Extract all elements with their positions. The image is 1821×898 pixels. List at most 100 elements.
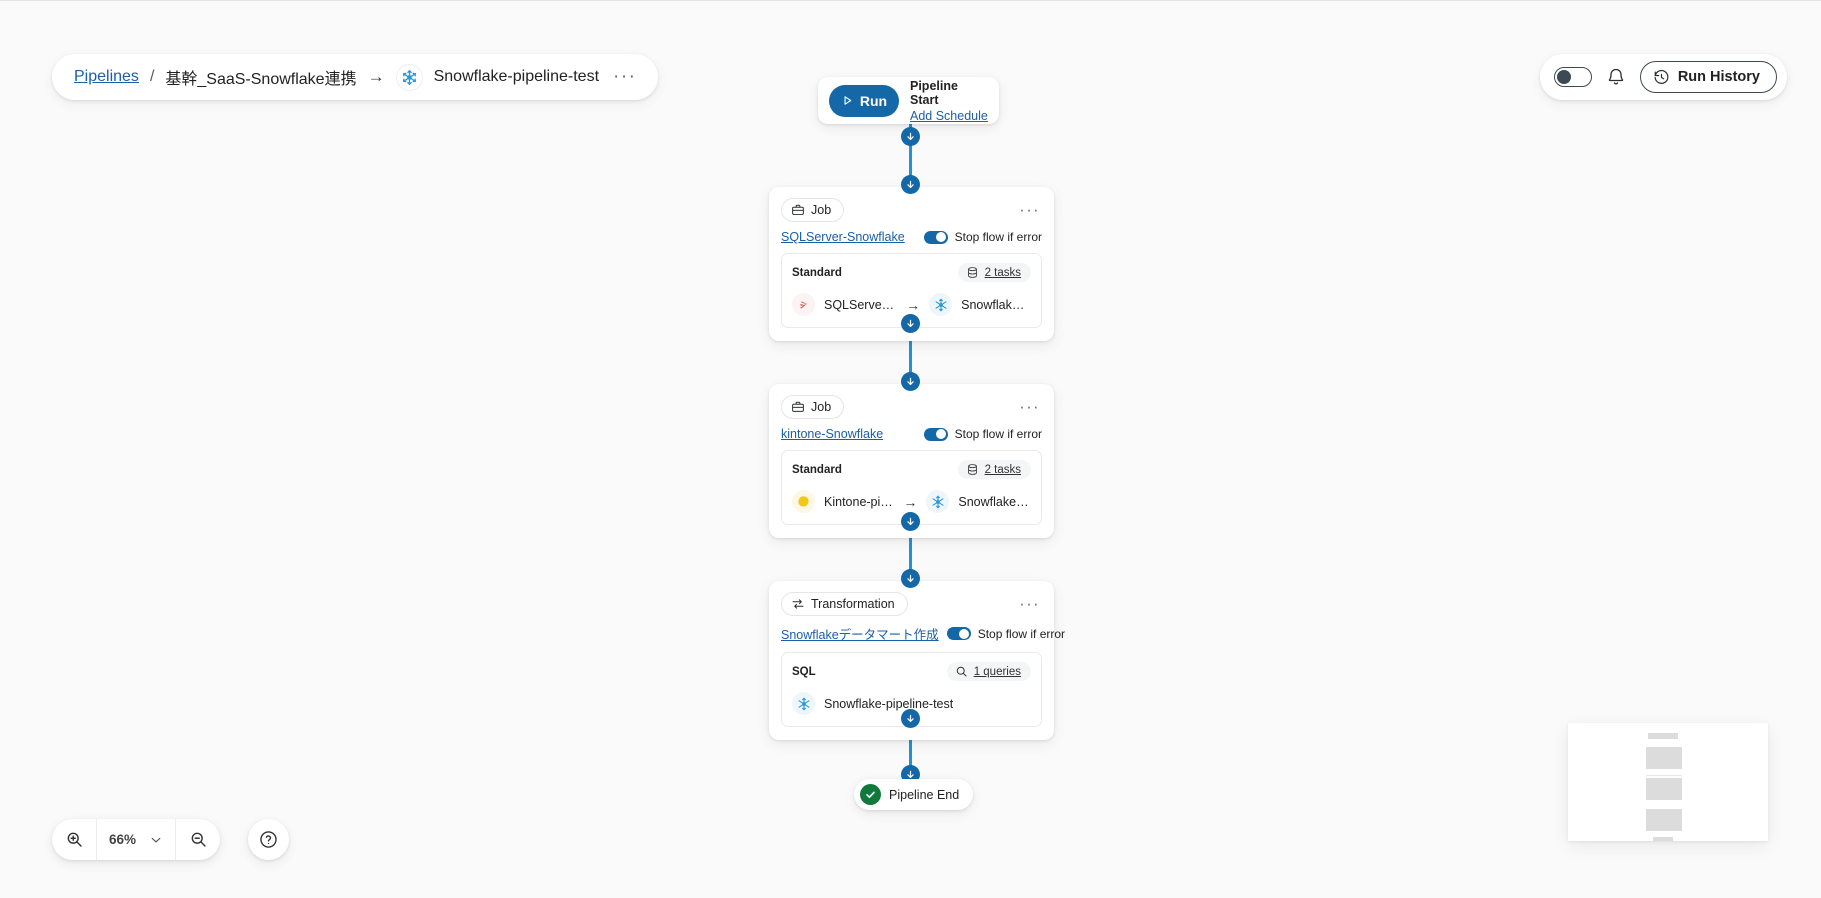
top-right-controls: Run History (1539, 54, 1787, 100)
breadcrumb-overflow-menu[interactable]: ··· (613, 66, 637, 87)
zoom-out-button[interactable] (176, 819, 220, 860)
breadcrumb: Pipelines / 基幹_SaaS-Snowflake連携 → Snowfl… (52, 54, 658, 100)
zoom-controls: 66% (52, 819, 221, 860)
node-menu-button[interactable]: ··· (1019, 594, 1040, 613)
minimap-node (1653, 837, 1673, 841)
node-type-label: Transformation (811, 597, 895, 611)
connector-arrow-icon[interactable] (901, 709, 920, 728)
query-count-chip[interactable]: 1 queries (946, 662, 1031, 681)
stop-flow-toggle[interactable] (923, 230, 948, 244)
page-title: Snowflake-pipeline-test (433, 68, 600, 85)
notification-bell-icon[interactable] (1606, 67, 1626, 87)
kintone-glyph (798, 496, 809, 507)
task-row: SQLServer-pip... → Snowflake-pip... (792, 293, 1031, 316)
zoom-level-value: 66% (109, 832, 137, 847)
node-type-chip: Job (781, 198, 845, 222)
task-name: Snowflake-pip... (958, 494, 1031, 509)
breadcrumb-project[interactable]: 基幹_SaaS-Snowflake連携 (165, 71, 357, 88)
breadcrumb-arrow: → (367, 67, 385, 86)
pipeline-start-node: Run Pipeline Start Add Schedule (818, 77, 999, 124)
task-count-label: 2 tasks (984, 463, 1021, 476)
snowflake-icon (929, 293, 953, 316)
job-node-kintone-snowflake[interactable]: Job ··· kintone-Snowflake Stop flow if e… (769, 384, 1054, 538)
notifications-toggle[interactable] (1553, 67, 1592, 87)
history-clock-icon (1654, 69, 1669, 84)
task-mode-label: SQL (792, 665, 816, 678)
run-history-label: Run History (1677, 69, 1760, 85)
task-name: Snowflake-pipeline-test (824, 696, 954, 711)
chevron-down-icon (151, 837, 161, 843)
toggle-knob (1556, 69, 1571, 84)
connector-start-to-job1 (909, 113, 912, 187)
node-type-chip: Transformation (781, 592, 908, 616)
task-mode-label: Standard (792, 463, 842, 476)
snowflake-icon (926, 490, 950, 513)
task-count-chip[interactable]: 2 tasks (957, 460, 1031, 479)
minimap-node (1648, 733, 1678, 739)
stop-flow-control: Stop flow if error (923, 230, 1042, 244)
node-title-link[interactable]: kintone-Snowflake (781, 427, 884, 441)
connector-job1-to-job2 (909, 311, 912, 385)
connector-job2-to-transform (909, 509, 912, 583)
task-flow-arrow: → (906, 296, 921, 313)
play-icon (844, 96, 852, 105)
task-mode-label: Standard (792, 266, 842, 279)
pipeline-end-label: Pipeline End (889, 787, 960, 802)
help-button[interactable] (248, 819, 289, 860)
run-history-button[interactable]: Run History (1639, 61, 1777, 93)
zoom-level-selector[interactable]: 66% (96, 819, 177, 860)
connector-arrow-icon[interactable] (901, 175, 920, 194)
briefcase-icon (792, 401, 804, 412)
run-button[interactable]: Run (829, 84, 899, 117)
stop-flow-toggle[interactable] (946, 627, 971, 640)
database-icon (967, 464, 977, 475)
zoom-in-icon (67, 832, 82, 847)
task-count-chip[interactable]: 2 tasks (957, 263, 1031, 282)
briefcase-icon (792, 204, 804, 215)
snowflake-icon (792, 692, 815, 715)
task-name: SQLServer-pip... (824, 297, 897, 312)
pipeline-start-label: Pipeline Start (910, 78, 958, 107)
zoom-in-button[interactable] (52, 819, 96, 860)
stop-flow-toggle[interactable] (923, 427, 948, 441)
node-title-link[interactable]: Snowflakeデータマート作成 (781, 628, 939, 642)
add-schedule-link[interactable]: Add Schedule (910, 108, 988, 123)
sqlserver-icon (792, 293, 815, 316)
stop-flow-label: Stop flow if error (977, 626, 1066, 641)
connector-arrow-icon[interactable] (901, 569, 920, 588)
minimap-node (1646, 747, 1682, 769)
connector-arrow-icon[interactable] (901, 314, 920, 333)
kintone-icon (792, 490, 815, 513)
stop-flow-label: Stop flow if error (954, 230, 1042, 244)
stop-flow-control: Stop flow if error (923, 427, 1042, 441)
run-button-label: Run (859, 92, 888, 109)
stop-flow-control: Stop flow if error (946, 626, 1066, 641)
minimap-node (1646, 778, 1682, 800)
node-task-panel: Standard 2 tasks Kintone-pipeli... (781, 450, 1042, 525)
node-type-chip: Job (781, 395, 845, 419)
toggle-knob (959, 628, 970, 639)
task-name: Kintone-pipeli... (824, 494, 895, 509)
task-name: Snowflake-pip... (961, 297, 1031, 312)
task-row: Snowflake-pipeline-test (792, 692, 1031, 715)
search-icon (956, 666, 967, 677)
connector-arrow-icon[interactable] (901, 127, 920, 146)
task-flow-arrow: → (903, 493, 918, 510)
transform-swap-icon (792, 599, 804, 609)
connector-arrow-icon[interactable] (901, 372, 920, 391)
zoom-out-icon (191, 832, 206, 847)
stop-flow-label: Stop flow if error (954, 427, 1042, 441)
sqlserver-glyph (799, 300, 807, 308)
task-count-label: 2 tasks (984, 266, 1021, 279)
toggle-knob (936, 232, 947, 242)
snowflake-icon (395, 63, 423, 91)
node-type-label: Job (811, 203, 832, 217)
node-title-link[interactable]: SQLServer-Snowflake (781, 230, 905, 244)
node-menu-button[interactable]: ··· (1019, 397, 1040, 416)
node-menu-button[interactable]: ··· (1019, 200, 1040, 219)
database-icon (967, 267, 977, 278)
connector-arrow-icon[interactable] (901, 512, 920, 531)
canvas-minimap[interactable] (1568, 723, 1768, 841)
breadcrumb-link-pipelines[interactable]: Pipelines (74, 68, 139, 85)
